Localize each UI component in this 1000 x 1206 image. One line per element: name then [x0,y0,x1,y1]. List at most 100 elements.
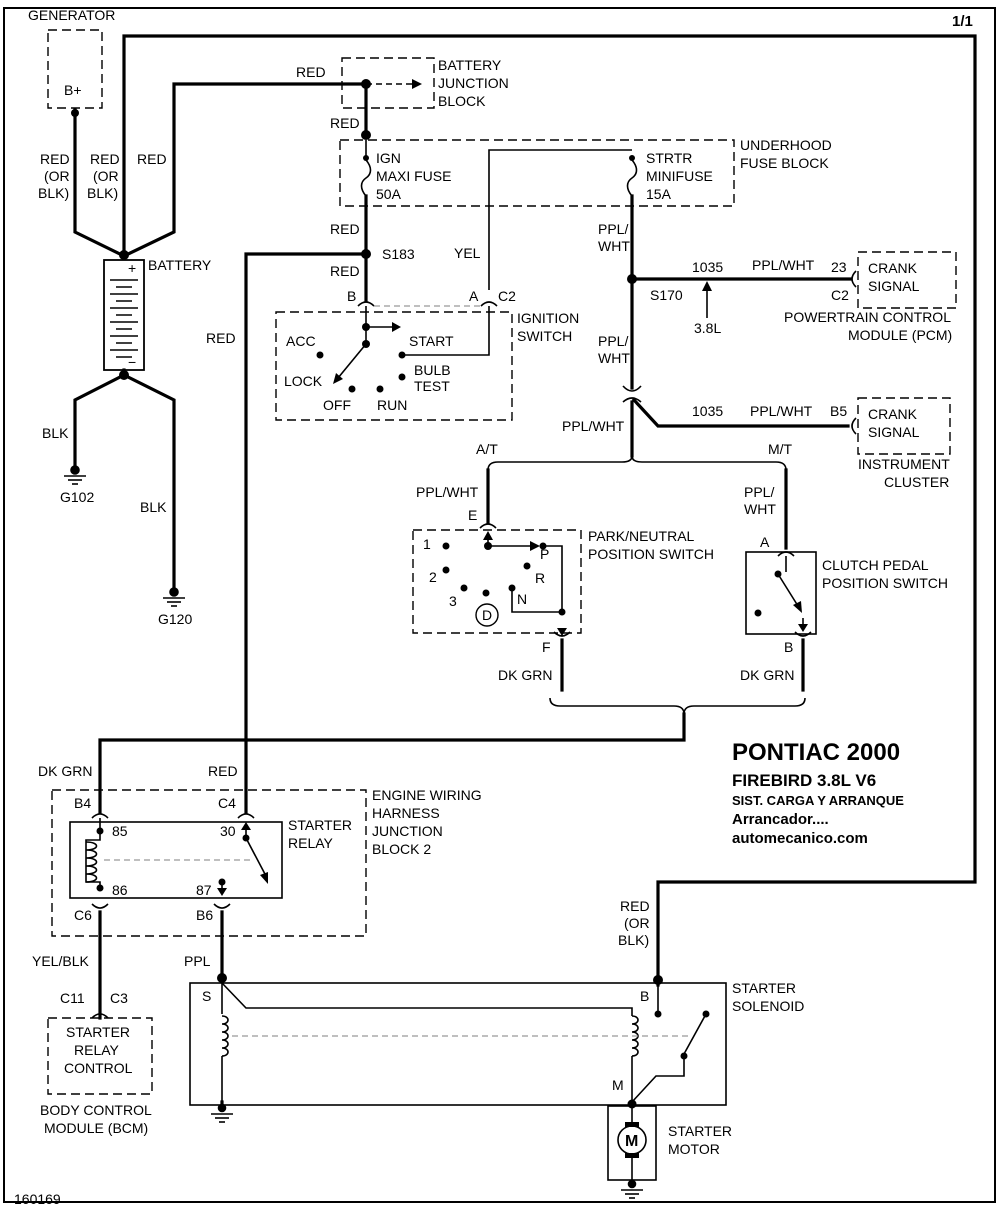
underhood-fuse-box [339,139,735,207]
brace-at: A/T [476,441,498,457]
ic-signal-2: SIGNAL [868,424,920,440]
pcm-signal-1: CRANK [868,260,918,276]
clutch-conn-b: B [784,639,793,655]
underhood-fuse-block: IGN MAXI FUSE 50A STRTR MINIFUSE 15A UND… [339,130,832,290]
pns-conn-e: E [468,507,477,523]
clutch-switch: CLUTCH PEDAL POSITION SWITCH [745,551,948,635]
wire-ground-g102 [73,372,127,467]
starter-solenoid-box [189,982,727,1106]
dkgrn-brace [549,697,806,715]
engine-harness-block: B4 C4 C6 B6 ENGINE WIRING HARNESS JUNCTI… [51,787,482,937]
harness-conn-b6: B6 [196,907,213,923]
battery: + − BATTERY [103,257,212,371]
pcm-pin-c2: C2 [831,287,849,303]
wire-label-ppl-a2: WHT [598,238,630,254]
motor-ground-icon [621,1179,643,1199]
solenoid-term-m: M [612,1077,624,1093]
pns-d-circle [475,603,499,627]
wire-label-ppl-b2: WHT [598,350,630,366]
wire-generator-battery [73,108,127,259]
wire-label-red-or-blk-c1: RED [620,898,650,914]
title-site: automecanico.com [732,830,868,847]
wire-label-dkgrn-clutch: DK GRN [740,667,794,683]
wire-label-ppl-mt1: PPL/ [744,484,774,500]
battery-junction-label-3: BLOCK [438,93,486,109]
battery-plus: + [128,260,136,276]
battery-junction-box [341,57,435,109]
starter-relay-label-1: STARTER [288,817,352,833]
battery-junction-block: BATTERY JUNCTION BLOCK [341,57,509,109]
brace-mt: M/T [768,441,793,457]
wire-label-blk-g120: BLK [140,499,167,515]
bcm-label-2: MODULE (BCM) [44,1120,148,1136]
wire-label-red-or-blk-b3: BLK) [87,185,118,201]
clutch-conn-a: A [760,534,770,550]
harness-label-3: JUNCTION [372,823,443,839]
wire-label-ppl-b1: PPL/ [598,333,628,349]
starter-motor-label-2: MOTOR [668,1141,720,1157]
wire-label-ppl-mt2: WHT [744,501,776,517]
starter-relay-label-2: RELAY [288,835,334,851]
splice-s170-label: S170 [650,287,683,303]
pns-label-2: POSITION SWITCH [588,546,714,562]
starter-motor: M STARTER MOTOR [607,1104,732,1182]
wire-label-red-or-blk-c2: (OR [624,915,650,931]
underhood-fuse-label-2: FUSE BLOCK [740,155,829,171]
wire-label-red-relay-feed: RED [206,330,236,346]
pcm-label-2: MODULE (PCM) [848,327,952,343]
ign-conn-a: A [469,288,479,304]
pns-box [412,529,582,634]
battery-cells [110,279,138,358]
ign-pos-bulb2: TEST [414,378,450,394]
pns-pos-1: 1 [423,536,431,552]
solenoid-term-s: S [202,988,211,1004]
starter-solenoid-label-2: SOLENOID [732,998,804,1014]
strtr-minifuse-3: 15A [646,186,672,202]
note-38l: 3.8L [694,320,721,336]
ign-pos-off: OFF [323,397,351,413]
pcm-pin-23: 23 [831,259,847,275]
relay-pin-87: 87 [196,882,212,898]
clutch-box [745,551,817,635]
pns-pos-r: R [535,570,545,586]
wire-label-red-or-blk-a3: BLK) [38,185,69,201]
bcm-pin-c11: C11 [60,990,85,1006]
strtr-minifuse-1: STRTR [646,150,692,166]
battery-junction-label-2: JUNCTION [438,75,509,91]
pns-pos-2: 2 [429,569,437,585]
starter-relay-box [69,821,283,899]
wire-label-pplwht-at: PPL/WHT [416,484,479,500]
footer-code: 160169 [14,1191,61,1206]
wire-label-red-battery: RED [137,151,167,167]
circuit-1035-ic: 1035 [692,403,723,419]
wire-label-yelblk: YEL/BLK [32,953,89,969]
ic-pin-b5: B5 [830,403,847,419]
wire-label-red-s183-bottom: RED [330,263,360,279]
harness-label-2: HARNESS [372,805,440,821]
wire-label-pplwht-pcm: PPL/WHT [752,257,815,273]
bcm: C11 C3 STARTER RELAY CONTROL BODY CONTRO… [40,990,153,1136]
underhood-fuse-label-1: UNDERHOOD [740,137,832,153]
ic-signal-1: CRANK [868,406,918,422]
wire-dkgrn-to-relay [98,712,686,814]
wire-label-ppl: PPL [184,953,211,969]
title-system: SIST. CARGA Y ARRANQUE [732,793,904,808]
solenoid-ground-icon [211,1103,233,1123]
starter-solenoid-label-1: STARTER [732,980,796,996]
park-neutral-switch: 1 2 3 D N R P PARK/NEUTRAL POSITION SWIT… [412,528,714,634]
ground-g102-icon [64,465,86,485]
starter-motor-label-1: STARTER [668,1123,732,1139]
pns-pos-p: P [540,546,549,562]
ign-pos-run: RUN [377,397,407,413]
wire-label-red-s183-top: RED [330,221,360,237]
ign-pos-lock: LOCK [284,373,323,389]
harness-label-1: ENGINE WIRING [372,787,482,803]
relay-pin-30: 30 [220,823,236,839]
pns-conn-f: F [542,639,551,655]
wire-s183-to-relay [244,252,368,814]
pcm-box [857,251,957,309]
generator-node [71,109,79,117]
ignition-switch-label-2: SWITCH [517,328,572,344]
page-frame [3,7,996,1203]
